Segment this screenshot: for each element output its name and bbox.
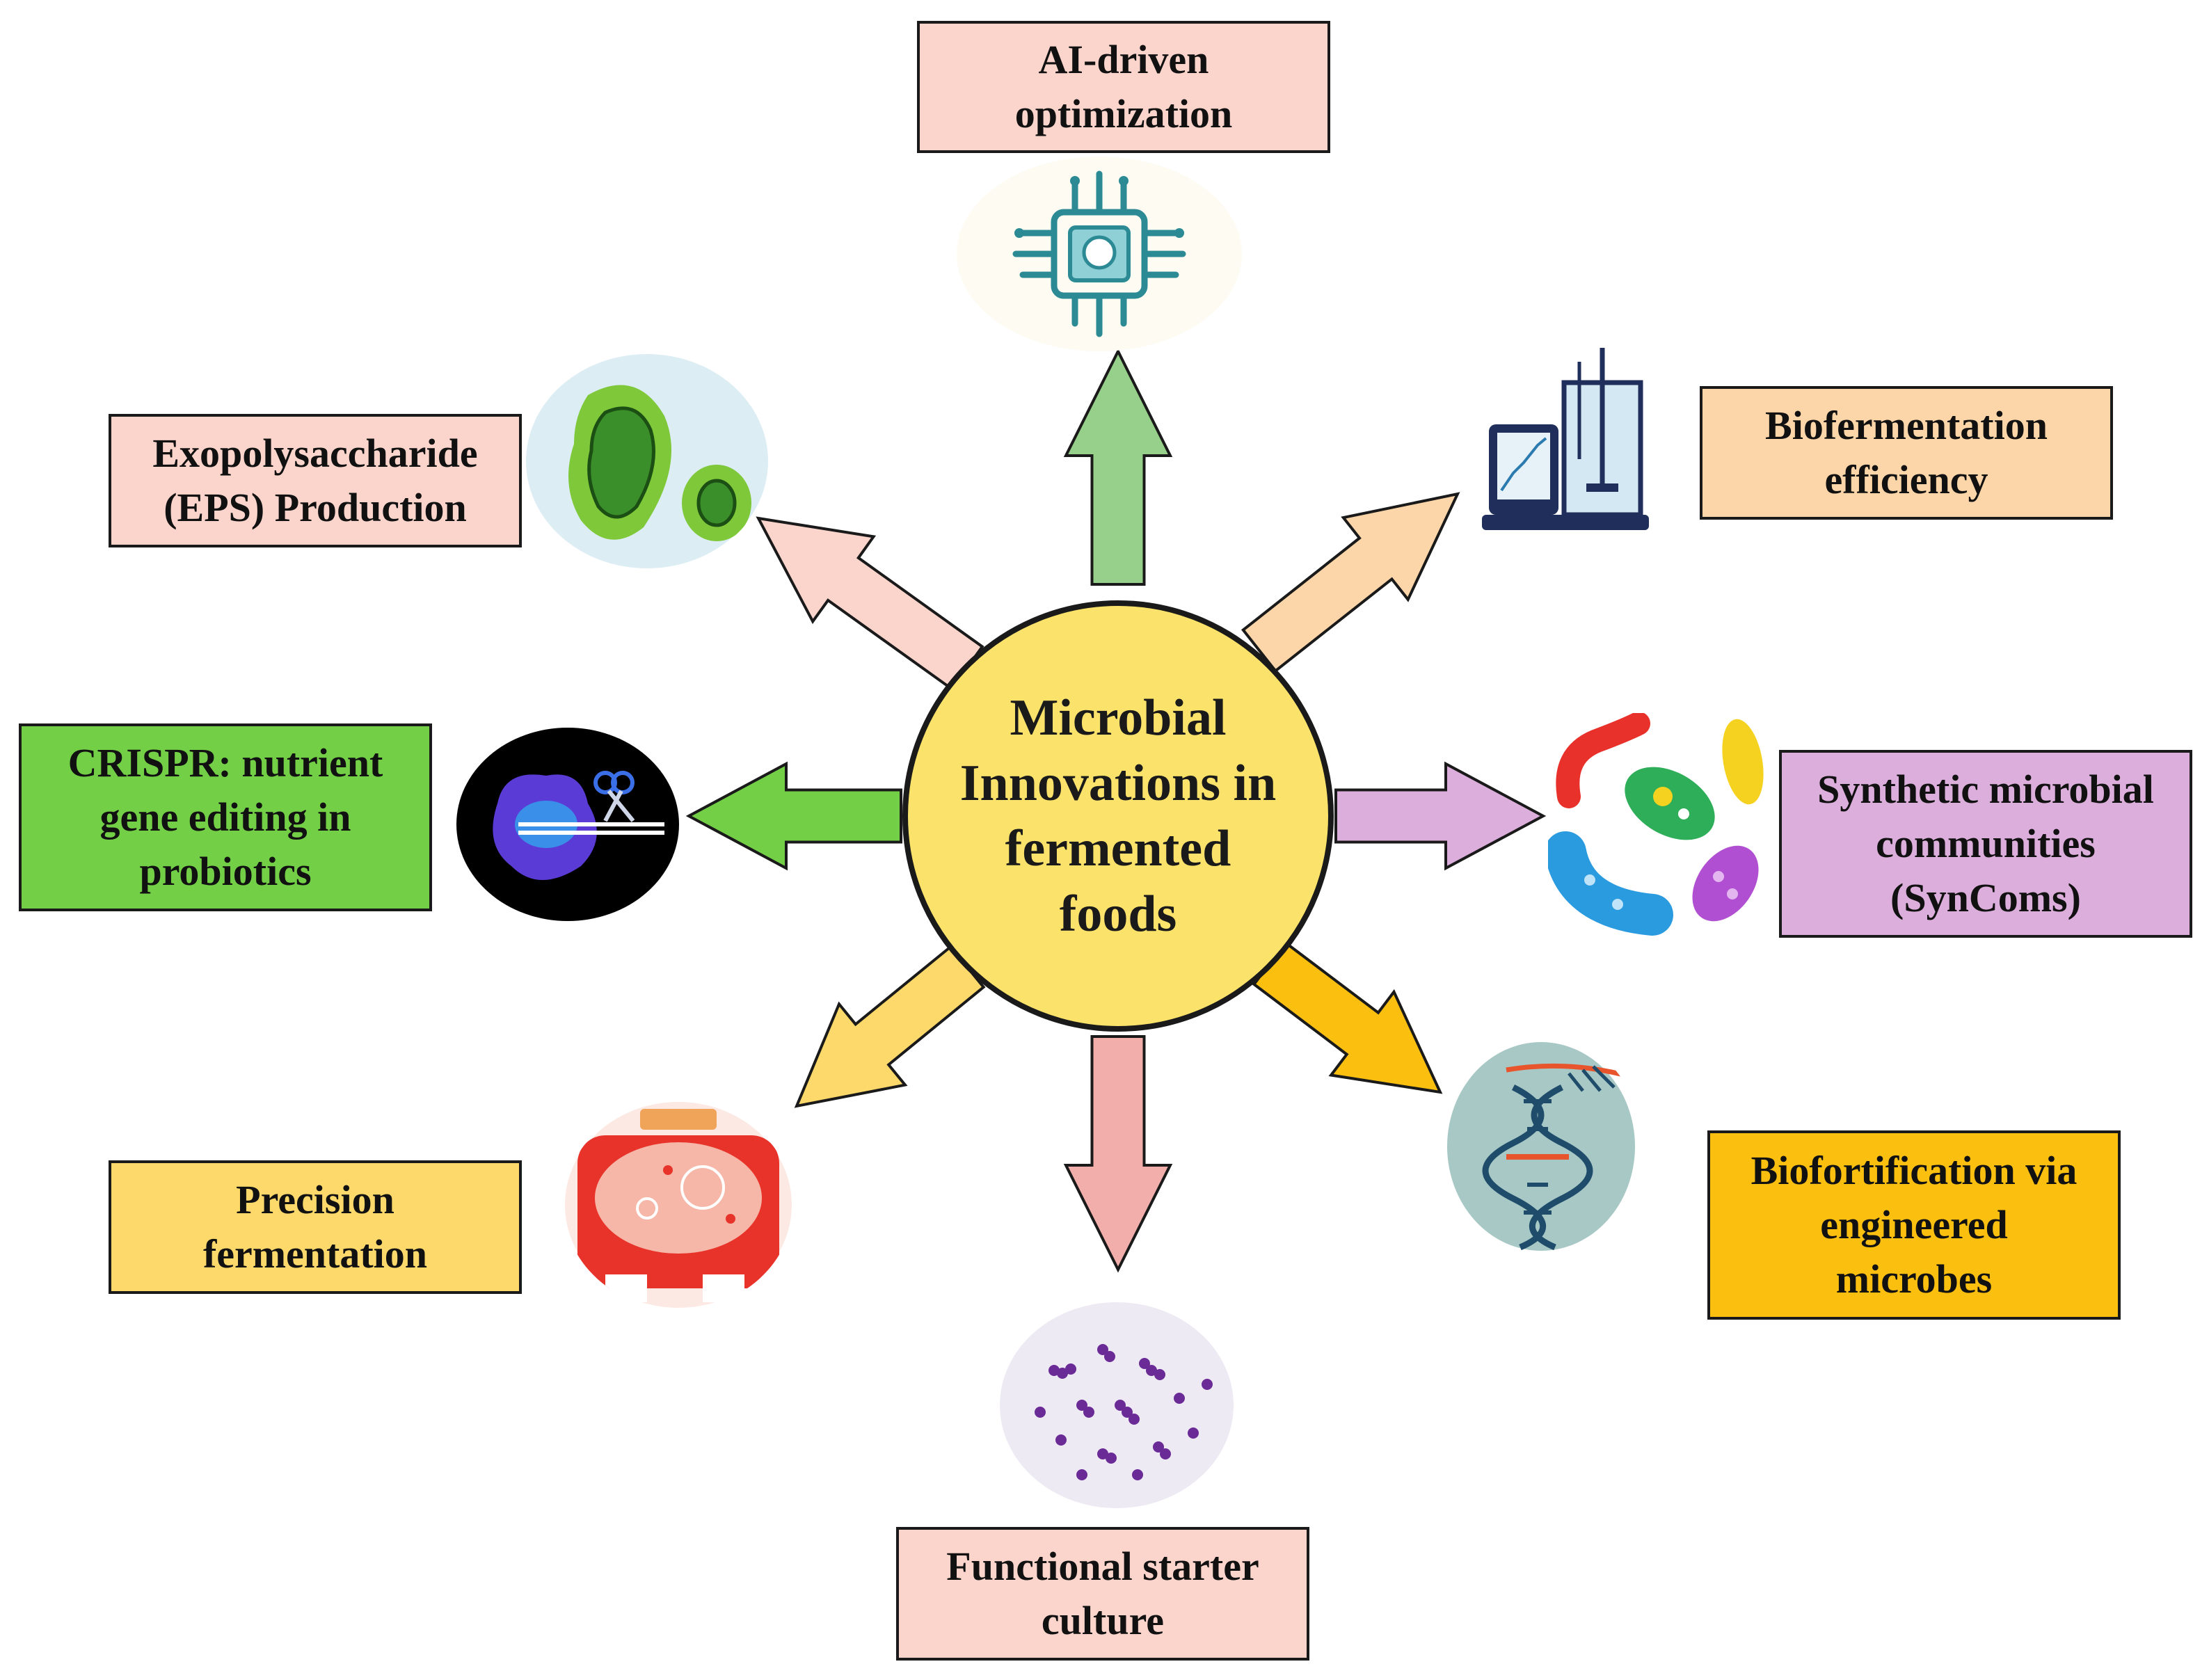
node-functional-starter-culture: Functional starter culture <box>896 1527 1309 1661</box>
center-title: Microbial Innovations in fermented foods <box>959 689 1277 943</box>
microbes-icon <box>1548 713 1771 943</box>
node-synthetic-microbial-communities: Synthetic microbial communities (SynComs… <box>1779 750 2192 938</box>
arrow-to-starter <box>1063 1035 1173 1273</box>
arrow-to-crispr <box>685 761 902 871</box>
dna-icon <box>1444 1039 1638 1254</box>
node-label: Functional starter culture <box>946 1544 1259 1643</box>
arrow-to-eps <box>756 516 984 691</box>
node-ai-driven-optimization: AI-driven optimization <box>917 21 1330 153</box>
eps-bacteria-icon <box>525 353 769 569</box>
node-label: AI-driven optimization <box>1014 37 1233 136</box>
arrow-to-precision <box>794 945 986 1108</box>
node-precision-fermentation: Precision fermentation <box>109 1160 522 1294</box>
arrow-to-ai <box>1063 348 1173 586</box>
bioreactor-icon <box>1482 341 1649 536</box>
node-crispr-gene-editing: CRISPR: nutrient gene editing in probiot… <box>19 723 432 911</box>
node-biofermentation-efficiency: Biofermentation efficiency <box>1700 386 2113 520</box>
node-label: Biofortification via engineered microbes <box>1751 1148 2078 1302</box>
crispr-scissors-icon <box>456 727 680 922</box>
node-label: Synthetic microbial communities (SynComs… <box>1817 767 2154 920</box>
node-biofortification: Biofortification via engineered microbes <box>1707 1130 2121 1320</box>
arrow-to-syncoms <box>1334 761 1547 871</box>
node-eps-production: Exopolysaccharide (EPS) Production <box>109 414 522 547</box>
arrow-to-biofermentation <box>1241 492 1460 673</box>
petri-dish-icon <box>564 1101 793 1309</box>
bacteria-micrograph-icon <box>998 1301 1235 1510</box>
node-label: Biofermentation efficiency <box>1765 403 2048 502</box>
center-hub: Microbial Innovations in fermented foods <box>902 600 1334 1032</box>
node-label: CRISPR: nutrient gene editing in probiot… <box>67 740 383 894</box>
arrow-to-biofortification <box>1252 941 1443 1094</box>
node-label: Exopolysaccharide (EPS) Production <box>152 431 478 530</box>
node-label: Precision fermentation <box>202 1177 428 1277</box>
ai-chip-icon <box>953 153 1245 355</box>
